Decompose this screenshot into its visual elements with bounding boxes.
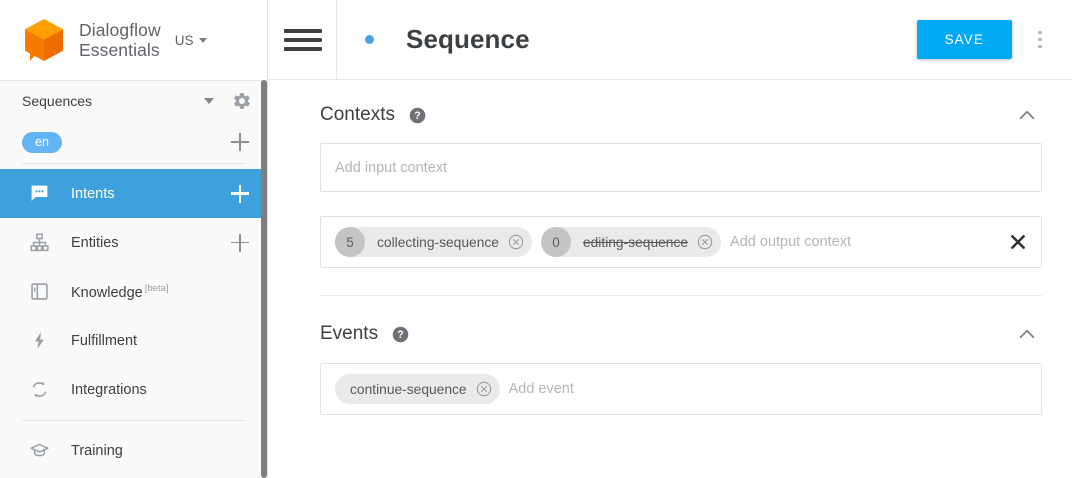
kebab-dot xyxy=(1038,44,1042,49)
remove-circle-icon[interactable] xyxy=(476,381,492,397)
chevron-down-icon xyxy=(198,37,207,43)
add-language-plus-icon[interactable] xyxy=(231,133,249,151)
hamburger-menu-icon[interactable] xyxy=(284,25,322,55)
region-selector[interactable]: US xyxy=(175,33,207,48)
svg-text:?: ? xyxy=(397,329,403,341)
section-title: Events xyxy=(320,323,379,344)
chevron-down-icon[interactable] xyxy=(204,98,214,104)
beta-badge: [beta] xyxy=(144,282,169,294)
help-circle-icon[interactable]: ? xyxy=(392,326,409,343)
chip-lifespan-badge: 0 xyxy=(540,227,571,257)
page-title: Sequence xyxy=(406,24,530,54)
language-underline xyxy=(22,163,246,164)
brand-line-2: Essentials xyxy=(79,40,160,60)
content-area: Contexts ? Add input context 5 collectin… xyxy=(268,80,1072,477)
sidebar-edge xyxy=(267,0,268,478)
sidebar-nav: Intents Entities xyxy=(0,169,268,475)
events-placeholder: Add event xyxy=(508,381,574,397)
status-dot-icon xyxy=(365,35,374,44)
brand-title: Dialogflow Essentials xyxy=(79,20,161,60)
language-row: en xyxy=(0,121,268,163)
remove-circle-icon[interactable] xyxy=(508,234,524,250)
add-entity-plus-icon[interactable] xyxy=(231,233,249,252)
hierarchy-tree-icon xyxy=(28,232,50,254)
lightning-bolt-icon xyxy=(28,330,50,352)
output-context-field[interactable]: 5 collecting-sequence 0 editing-sequence xyxy=(320,216,1042,268)
contexts-section-header: Contexts ? xyxy=(320,80,1042,134)
sidebar-item-label: Training xyxy=(71,442,123,459)
sidebar-item-label: Entities xyxy=(71,234,119,251)
hamburger-bar xyxy=(284,37,322,42)
events-field[interactable]: continue-sequence Add event xyxy=(320,363,1042,415)
nav-divider xyxy=(22,420,246,421)
sidebar-item-label: Fulfillment xyxy=(71,332,138,349)
agent-selector-row: Sequences xyxy=(0,81,268,121)
sidebar-item-intents[interactable]: Intents xyxy=(0,169,268,218)
events-section-header: Events ? xyxy=(320,296,1042,350)
kebab-dot xyxy=(1038,30,1042,35)
output-context-chip[interactable]: 5 collecting-sequence xyxy=(335,227,532,257)
knowledge-text: Knowledge xyxy=(71,284,143,301)
topbar-separator xyxy=(336,0,337,80)
close-bold-icon[interactable] xyxy=(1009,233,1027,251)
main-content: Sequence SAVE Contexts ? xyxy=(268,0,1072,478)
section-divider xyxy=(320,295,1042,296)
language-badge-en[interactable]: en xyxy=(22,131,62,153)
sidebar-top-divider xyxy=(0,80,268,81)
sidebar-item-integrations[interactable]: Integrations xyxy=(0,365,268,414)
sidebar-item-entities[interactable]: Entities xyxy=(0,218,268,267)
kebab-dot xyxy=(1038,37,1042,42)
chip-label: collecting-sequence xyxy=(377,234,499,250)
output-context-chip[interactable]: 0 editing-sequence xyxy=(540,227,722,257)
input-context-placeholder: Add input context xyxy=(335,159,448,176)
remove-circle-icon[interactable] xyxy=(697,234,713,250)
input-context-field[interactable]: Add input context xyxy=(320,143,1042,192)
section-title: Contexts xyxy=(320,104,395,125)
topbar: Sequence SAVE xyxy=(268,0,1072,80)
graduation-cap-icon xyxy=(28,440,50,462)
chip-label: continue-sequence xyxy=(350,381,467,397)
more-vertical-icon[interactable] xyxy=(1026,23,1054,57)
add-intent-plus-icon[interactable] xyxy=(231,184,249,203)
sidebar-item-training[interactable]: Training xyxy=(0,426,268,475)
svg-text:?: ? xyxy=(414,110,420,122)
chip-label: editing-sequence xyxy=(582,234,689,250)
sidebar-item-label: Integrations xyxy=(71,381,147,398)
sync-arrows-icon xyxy=(28,379,50,401)
chevron-up-icon[interactable] xyxy=(1016,323,1038,345)
sidebar-item-fulfillment[interactable]: Fulfillment xyxy=(0,316,268,365)
sidebar-item-label: Knowledge[beta] xyxy=(71,283,169,301)
book-icon xyxy=(28,281,50,303)
chip-lifespan-badge: 5 xyxy=(335,227,365,257)
gear-icon[interactable] xyxy=(232,91,252,111)
sidebar: Dialogflow Essentials US Sequences en xyxy=(0,0,268,478)
sidebar-item-label: Intents xyxy=(71,185,115,202)
hamburger-bar xyxy=(284,46,322,51)
speech-bubble-icon xyxy=(28,183,50,205)
help-circle-icon[interactable]: ? xyxy=(409,107,426,124)
dialogflow-cube-logo-icon xyxy=(25,19,63,61)
sidebar-scrollbar[interactable] xyxy=(261,80,267,478)
output-context-placeholder: Add output context xyxy=(730,234,851,250)
region-label: US xyxy=(174,32,194,48)
chevron-up-icon[interactable] xyxy=(1016,104,1038,126)
brand-row: Dialogflow Essentials US xyxy=(0,0,268,80)
agent-name[interactable]: Sequences xyxy=(22,93,93,109)
sidebar-item-knowledge[interactable]: Knowledge[beta] xyxy=(0,267,268,316)
brand-line-1: Dialogflow xyxy=(79,20,161,40)
hamburger-bar xyxy=(284,28,322,33)
event-chip[interactable]: continue-sequence xyxy=(335,374,500,404)
save-button[interactable]: SAVE xyxy=(916,20,1012,59)
